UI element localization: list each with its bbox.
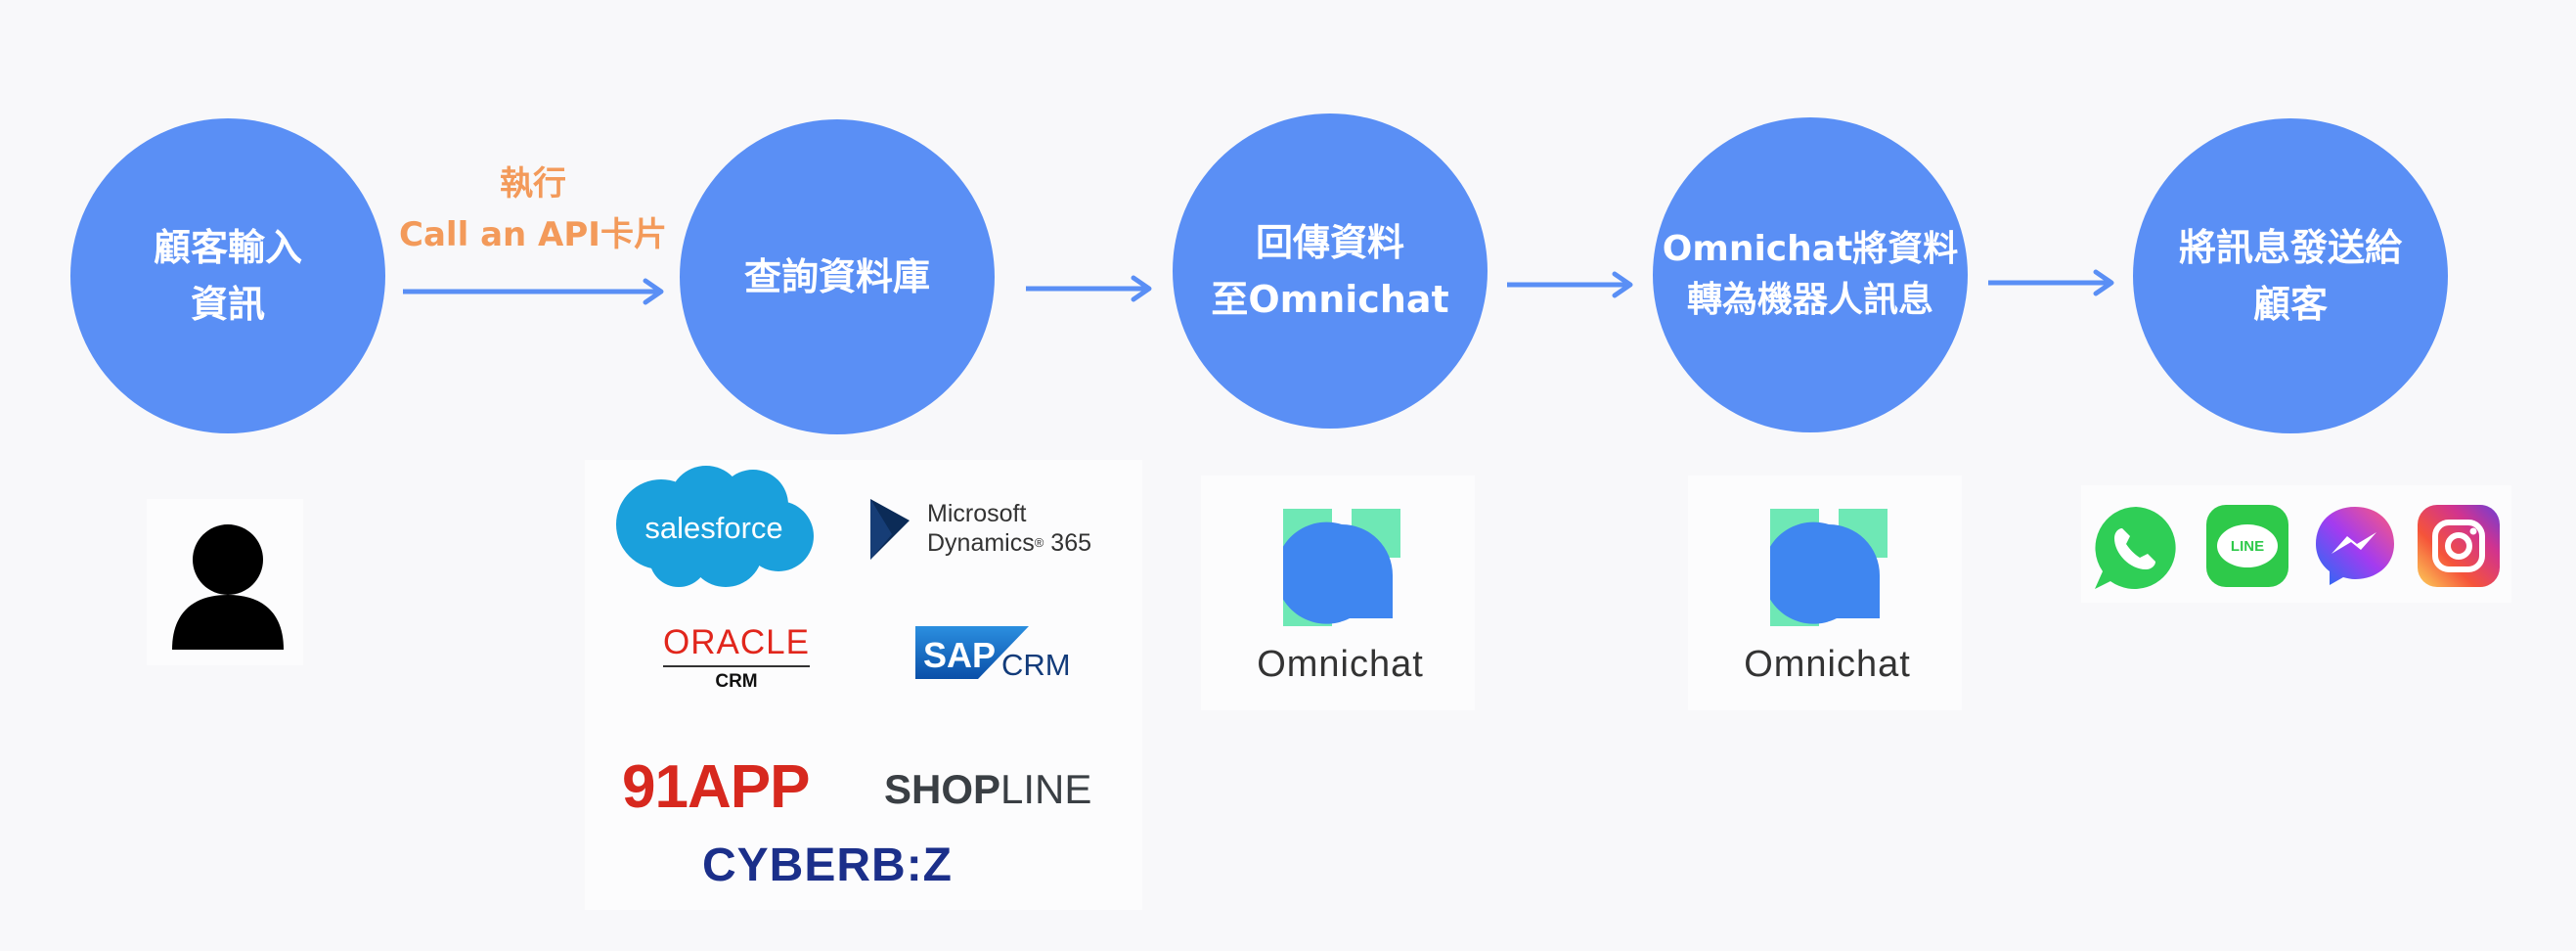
arrow-4 — [1988, 269, 2114, 296]
salesforce-logo: salesforce — [616, 466, 814, 587]
oracle-logo: ORACLE CRM — [663, 624, 810, 693]
omnichat-text-2: Omnichat — [1744, 644, 1911, 685]
step-4-line2: 轉為機器人訊息 — [1686, 280, 1933, 320]
shopline-logo: SHOPLINE — [884, 765, 1091, 814]
app91-logo: 91APP — [622, 753, 810, 821]
whatsapp-icon — [2095, 507, 2176, 589]
step-4-line1: Omnichat將資料 — [1662, 229, 1959, 269]
salesforce-text: salesforce — [644, 511, 782, 545]
user-card — [147, 499, 303, 665]
omnichat-icon — [1770, 509, 1888, 626]
step-1-line1: 顧客輸入 — [153, 226, 302, 269]
dynamics-icon — [870, 499, 910, 560]
database-logos-card: salesforce Microsoft Dynamics® 365 ORACL… — [585, 460, 1142, 910]
omnichat-card-2: Omnichat — [1688, 476, 1962, 710]
sap-text: SAP — [923, 635, 996, 675]
arrow-2 — [1026, 275, 1152, 302]
omnichat-text-1: Omnichat — [1257, 644, 1424, 685]
arrow-3 — [1507, 271, 1633, 298]
step-send-to-customer: 將訊息發送給 顧客 — [2133, 118, 2448, 433]
sap-logo: SAP — [915, 626, 1029, 679]
cyberbiz-logo: CYBERB:Z — [702, 839, 953, 891]
step-1-line2: 資訊 — [190, 283, 265, 326]
step-customer-input: 顧客輸入 資訊 — [70, 118, 385, 433]
sap-crm-text: CRM — [1001, 648, 1071, 682]
arrow-1 — [403, 278, 664, 305]
omnichat-card-1: Omnichat — [1201, 476, 1475, 710]
line-icon-text: LINE — [2230, 537, 2265, 555]
arrow-label-line1: 執行 — [500, 164, 566, 204]
step-return-data: 回傳資料 至Omnichat — [1173, 113, 1488, 429]
arrow-label-line2: Call an API卡片 — [399, 215, 667, 254]
dynamics-text: Dynamics — [927, 529, 1035, 557]
step-convert-message: Omnichat將資料 轉為機器人訊息 — [1653, 117, 1968, 432]
oracle-crm-text: CRM — [715, 671, 758, 692]
shopline-light-text: LINE — [1000, 766, 1092, 812]
step-3-line2: 至Omnichat — [1211, 278, 1449, 321]
messenger-icon — [2316, 507, 2394, 585]
step-5-line2: 顧客 — [2252, 283, 2328, 326]
oracle-text: ORACLE — [663, 623, 810, 661]
line-icon: LINE — [2206, 505, 2288, 587]
instagram-icon — [2418, 505, 2500, 587]
step-3-line1: 回傳資料 — [1255, 221, 1404, 264]
microsoft-text: Microsoft — [927, 500, 1027, 527]
arrow-label: 執行 Call an API卡片 — [396, 158, 670, 260]
omnichat-icon — [1283, 509, 1400, 626]
step-5-line1: 將訊息發送給 — [2178, 226, 2402, 269]
step-query-database: 查詢資料庫 — [680, 119, 995, 434]
step-2-line1: 查詢資料庫 — [743, 255, 930, 298]
user-icon — [172, 524, 284, 650]
shopline-bold-text: SHOP — [884, 766, 1001, 812]
dynamics-365-text: 365 — [1050, 529, 1092, 557]
